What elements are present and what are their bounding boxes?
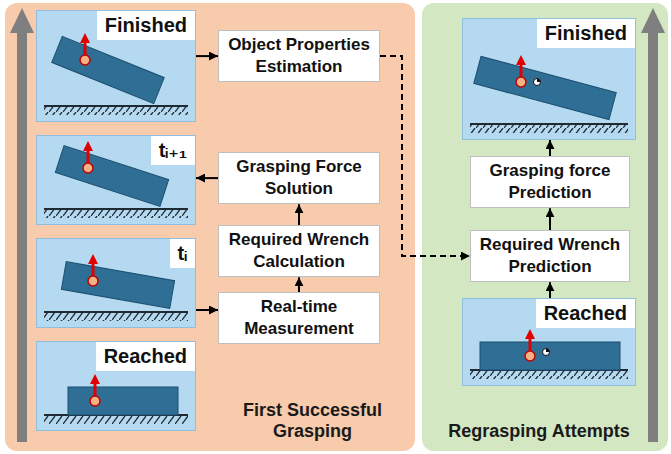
lift-head [80,33,90,43]
object-bar [474,56,616,119]
process-box: Required Wrench Calculation [218,225,380,277]
flow-arrow [549,208,551,230]
object-group [52,36,620,415]
panel-title: Regrasping Attempts [428,421,650,443]
arrow-shaft [17,30,27,442]
lift-arrow [516,55,526,87]
process-label: Required Wrench Calculation [225,229,373,273]
lift-shaft [94,383,97,401]
object-bar [52,36,164,103]
illustration-frame: tᵢ [36,238,196,328]
process-label: Real-time Measurement [225,296,373,340]
ground-group [44,106,628,424]
ground-hatch [44,313,188,321]
ground-hatch [44,107,188,115]
flow-arrow [298,204,300,225]
ground-line [44,414,188,416]
com-quadrant [537,79,541,83]
com-circle [543,349,550,356]
ground-hatch [470,371,628,379]
flow-arrow [196,55,218,57]
lift-shaft [520,64,523,82]
lift-head [88,254,98,264]
process-label: Object Properties Estimation [225,34,373,78]
lift-arrow [80,33,90,65]
ground-line [470,369,628,371]
com-marker [534,79,550,356]
lift-arrow [525,329,535,361]
ground-hatch [470,125,628,133]
process-box: Real-time Measurement [218,292,380,344]
illustration-frame: Finished [462,18,636,140]
state-label: Reached [96,342,195,371]
contact-point [88,276,98,286]
flow-arrow [298,277,300,292]
lift-head [90,374,100,384]
flow-arrow [549,282,551,298]
object-bar [68,387,178,415]
object-bar [480,342,620,370]
contact-point [516,77,526,87]
phase-panel: First Successful Grasping FinishedObject … [5,3,415,451]
state-label: Reached [536,299,635,328]
contact-point [80,55,90,65]
flow-arrow [196,309,218,311]
arrow-shaft [648,30,658,442]
illustration-frame: Finished [36,10,196,122]
progress-arrow [641,8,665,442]
flow-arrow [380,56,470,256]
state-label: Finished [537,19,635,48]
lift-shaft [84,42,87,60]
flow-arrow [196,177,218,179]
process-box: Object Properties Estimation [218,30,380,82]
contact-point [83,163,93,173]
object-bar [61,262,174,309]
lift-shaft [529,338,532,356]
lift-arrow [83,141,93,173]
object-bar [55,146,168,207]
ground-hatch [44,416,188,424]
illustration-frame: Reached [36,341,196,431]
lift-head [525,329,535,339]
ground-line [44,311,188,313]
lift-head [83,141,93,151]
process-label: Required Wrench Prediction [477,234,623,278]
process-label: Grasping force Prediction [477,160,623,204]
flow-arrow [549,140,551,156]
state-label: tᵢ₊₁ [151,136,195,165]
progress-arrow [10,8,34,442]
illustration-frame: tᵢ₊₁ [36,135,196,225]
process-box: Required Wrench Prediction [470,230,630,282]
arrow-head [641,8,665,33]
com-circle [534,79,541,86]
lift-arrow [90,374,100,406]
lift-shaft [92,263,95,281]
state-label: tᵢ [170,239,195,268]
ground-hatch [44,210,188,218]
illustration-frame: Reached [462,298,636,386]
state-label: Finished [97,11,195,40]
ground-line [470,123,628,125]
ground-line [44,208,188,210]
contact-point [90,396,100,406]
contact-point [525,351,535,361]
ground-line [44,105,188,107]
com-quadrant [546,349,550,353]
arrow-head [10,8,34,33]
lift-head [516,55,526,65]
process-box: Grasping Force Solution [218,152,380,204]
process-label: Grasping Force Solution [225,156,373,200]
lift-shaft [87,150,90,168]
panel-title: First Successful Grasping [215,400,410,443]
lift-arrow [88,254,98,286]
process-box: Grasping force Prediction [470,156,630,208]
phase-panel: Regrasping Attempts FinishedGrasping forc… [422,3,668,451]
